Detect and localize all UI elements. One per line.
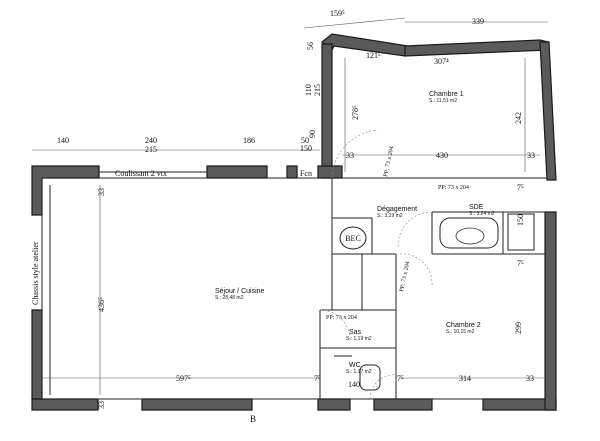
room-chambre1-name: Chambre 1 [429,91,464,98]
label-pp-4: PP: 73 x 204 [326,315,357,321]
dim-110: 110 [304,84,313,96]
room-chambre1-area: S.: 11,51 m2 [429,98,457,104]
label-fcn: Fcn [300,169,312,178]
dim-307: 307⁴ [434,57,449,66]
label-pp-1: PP: 73 x 204 [383,146,395,177]
dim-150b: 150 [516,214,525,226]
wall-chambre1-top [321,33,409,57]
basin-icon [455,227,485,245]
dim-186: 186 [243,136,255,145]
toilet-icon [359,364,381,391]
dim-line-top-1 [303,17,406,29]
dim-215a: 215 [313,84,322,96]
door-sde-icon [397,211,433,249]
bec-label: BEC [345,234,361,243]
dim-314: 314 [459,374,471,383]
dim-339: 339 [472,17,484,26]
bathtub-icon [439,217,499,249]
wall-right-upper [539,41,557,181]
water-heater-icon [339,226,367,250]
dim-240: 240 [145,136,157,145]
dim-50: 50 [301,136,309,145]
dim-7d: 7⁵ [397,374,404,383]
dim-33c: 33 [97,188,106,196]
label-pp-2: PP: 73 x 204 [438,185,469,191]
dim-150: 150 [300,144,312,153]
room-chambre2-name: Chambre 2 [446,322,481,329]
room-sde-name: SDE [469,204,484,211]
wall-bottom-2 [317,398,351,411]
room-sejour-name: Séjour / Cuisine [215,288,265,295]
dim-430: 430 [436,151,448,160]
label-chassis: Chassis style atelier [31,241,40,305]
dim-33a: 33 [346,151,354,160]
dim-33b: 33 [527,151,535,160]
room-sejour-area: S.: 28,48 m2 [215,295,244,301]
dim-242: 242 [514,112,523,124]
dim-299: 299 [514,322,523,334]
label-pp-3: PP: 73 x 204 [399,261,411,292]
wall-left-lower [31,309,43,400]
room-sas-name: Sas [349,329,362,336]
label-coulissant: Coulissant 2 vtx [115,169,167,178]
door-chambre2-icon [399,253,433,287]
dim-215b: 215 [145,145,157,154]
dim-7c: 7⁵ [314,374,321,383]
dim-7b: 7⁵ [517,259,524,268]
room-chambre2-area: S.: 10,15 m2 [446,329,475,335]
shower-tray-icon [507,213,535,251]
wall-chambre1-left [321,43,333,179]
wall-bottom-left [31,398,99,411]
wall-chambre1-top-right [404,39,549,57]
door-wc-icon [369,374,397,400]
dim-56: 56 [306,42,315,50]
wall-top-mid2 [286,165,298,179]
wall-right-lower [544,211,557,411]
dim-436: 436⁵ [97,297,106,312]
door-sas-icon [319,309,351,341]
wall-bottom-1 [141,398,253,411]
wall-bottom-3 [373,398,433,411]
wall-top-mid [206,165,268,179]
room-degagement-area: S.: 3,29 m2 [377,213,403,219]
dim-121: 121⁵ [366,51,381,60]
room-wc-area: S.: 1,17 m2 [346,369,372,375]
dim-33d: 33 [526,374,534,383]
door-chambre1-icon [331,129,379,179]
dim-159: 159⁵ [330,9,345,18]
dim-597: 597⁵ [176,374,191,383]
room-sde-area: S.: 3,24 m2 [469,211,495,217]
dim-140a: 140 [57,136,69,145]
dim-140b: 140 [348,380,360,389]
dim-7a: 7⁵ [517,183,524,192]
wall-top-connector [317,165,343,179]
dim-90: 90 [308,130,317,138]
room-sas-area: S.: 1,19 m2 [346,336,372,342]
room-degagement-name: Dégagement [377,206,417,213]
label-b: B [250,414,256,424]
room-wc-name: WC [349,362,361,369]
dim-33e: 33 [97,401,106,409]
dim-278: 278⁵ [351,105,360,120]
